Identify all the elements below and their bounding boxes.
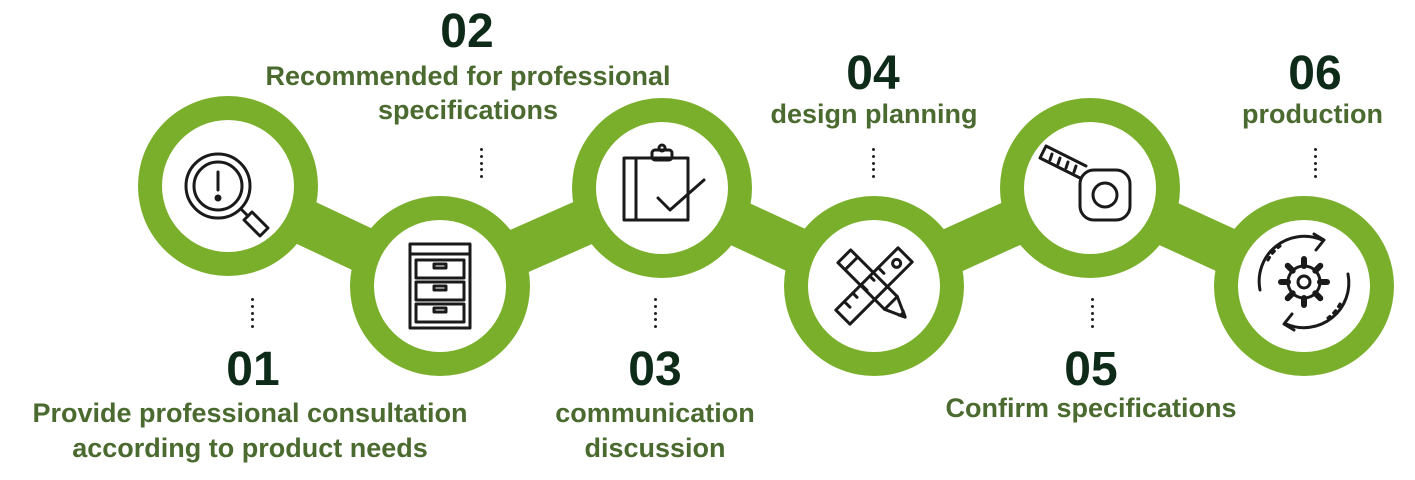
step-5-disc (1024, 122, 1156, 254)
step-04-label-line-1: design planning (770, 99, 978, 129)
step-01-label-line-1: Provide professional consultation (32, 398, 468, 428)
connector-dots-05 (1091, 298, 1095, 328)
chain-shape (138, 96, 1394, 376)
connector-dots-04 (872, 148, 876, 178)
gear-tooth (1284, 262, 1296, 274)
connector-dots-03 (654, 298, 658, 328)
gear-tooth (1312, 262, 1324, 274)
step-05-number: 05 (1064, 343, 1118, 396)
step-02-label-line-1: Recommended for professional (265, 61, 671, 91)
step-03-label-line-1: communication (555, 398, 755, 428)
step-06-label-line-1: production (1242, 99, 1383, 129)
gear-tooth (1284, 290, 1296, 302)
magnifier-alert-icon (184, 152, 270, 238)
measuring-tape-icon (1038, 144, 1132, 222)
step-3-disc (596, 122, 728, 254)
gear-tooth (1312, 290, 1324, 302)
filing-cabinet-icon (408, 242, 472, 330)
step-05-label-line-1: Confirm specifications (945, 393, 1237, 423)
pencil-ruler-icon (834, 246, 914, 326)
step-01-number: 01 (226, 343, 280, 396)
step-1-disc (162, 120, 294, 252)
step-04-number: 04 (846, 47, 900, 100)
step-03-number: 03 (628, 343, 682, 396)
step-01-label-line-2: according to product needs (72, 433, 428, 463)
step-03-label-line-2: discussion (584, 433, 726, 463)
connector-dots-06 (1314, 148, 1318, 178)
step-02-label-line-2: specifications (377, 95, 559, 125)
gear-cycle-icon (1257, 232, 1351, 332)
step-06-number: 06 (1288, 47, 1342, 100)
step-02-number: 02 (440, 5, 494, 58)
connector-dots-01 (251, 298, 255, 328)
clipboard-check-icon (622, 143, 706, 222)
connector-dots-02 (480, 148, 484, 178)
step-4-disc (808, 220, 940, 352)
